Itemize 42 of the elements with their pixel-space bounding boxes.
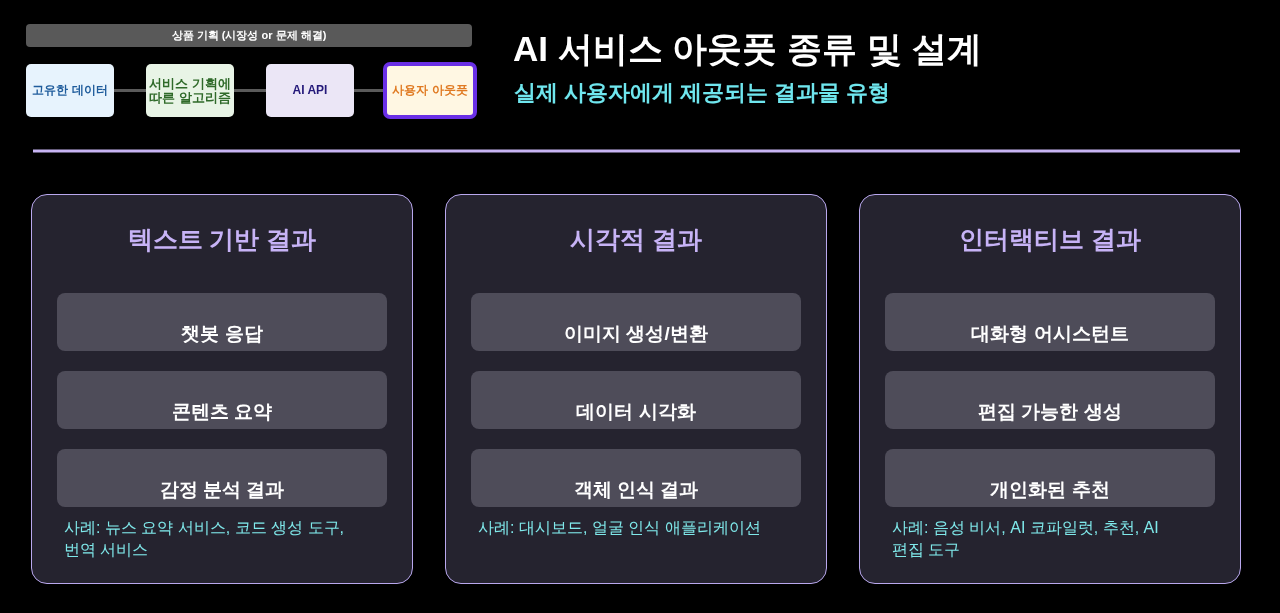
connector-line xyxy=(114,89,146,92)
box-text: 고유한 데이터 xyxy=(32,84,108,97)
subtitle: 실제 사용자에게 제공되는 결과물 유형 xyxy=(514,79,891,107)
item-text: 객체 인식 결과 xyxy=(573,478,699,502)
category-panel xyxy=(31,194,413,584)
output-item-box xyxy=(885,293,1215,351)
item-text: 개인화된 추천 xyxy=(990,478,1110,502)
output-item-box xyxy=(57,293,387,351)
item-text: 챗봇 응답 xyxy=(181,322,263,346)
output-item-box xyxy=(57,449,387,507)
connector-line xyxy=(234,89,266,92)
item-text: 대화형 어시스턴트 xyxy=(971,322,1129,346)
connector-line xyxy=(354,89,383,92)
category-panel xyxy=(445,194,827,584)
diagram-title: AI 서비스 아웃풋 종류 및 설계 xyxy=(513,28,982,70)
examples-note: 사례: 대시보드, 얼굴 인식 애플리케이션 xyxy=(478,518,761,538)
box-text: 서비스 기획에 따른 알고리즘 xyxy=(148,76,232,105)
planning-bar xyxy=(26,24,472,47)
item-text: 데이터 시각화 xyxy=(576,400,696,424)
process-box xyxy=(26,64,114,117)
examples-note: 사례: 뉴스 요약 서비스, 코드 생성 도구, 번역 서비스 xyxy=(64,518,345,560)
item-text: 콘텐츠 요약 xyxy=(171,400,273,424)
box-text: AI API xyxy=(292,84,328,97)
examples-note: 사례: 음성 비서, AI 코파일럿, 추천, AI 편집 도구 xyxy=(892,518,1160,560)
output-item-box xyxy=(885,449,1215,507)
box-text: 사용자 아웃풋 xyxy=(392,84,468,97)
output-item-box xyxy=(471,293,801,351)
category-panel xyxy=(859,194,1241,584)
process-box xyxy=(266,64,354,117)
process-box xyxy=(146,64,234,117)
output-item-box xyxy=(471,371,801,429)
item-text: 편집 가능한 생성 xyxy=(978,400,1122,424)
bar-text: 상품 기획 (시장성 or 문제 해결) xyxy=(171,28,327,43)
item-text: 감정 분석 결과 xyxy=(159,478,285,502)
highlighted-process-box xyxy=(383,62,477,119)
item-text: 이미지 생성/변환 xyxy=(564,322,708,346)
output-item-box xyxy=(57,371,387,429)
output-item-box xyxy=(885,371,1215,429)
panel-heading: 시각적 결과 xyxy=(570,224,702,255)
output-item-box xyxy=(471,449,801,507)
panel-heading: 인터랙티브 결과 xyxy=(959,224,1141,255)
panel-heading: 텍스트 기반 결과 xyxy=(127,224,317,255)
